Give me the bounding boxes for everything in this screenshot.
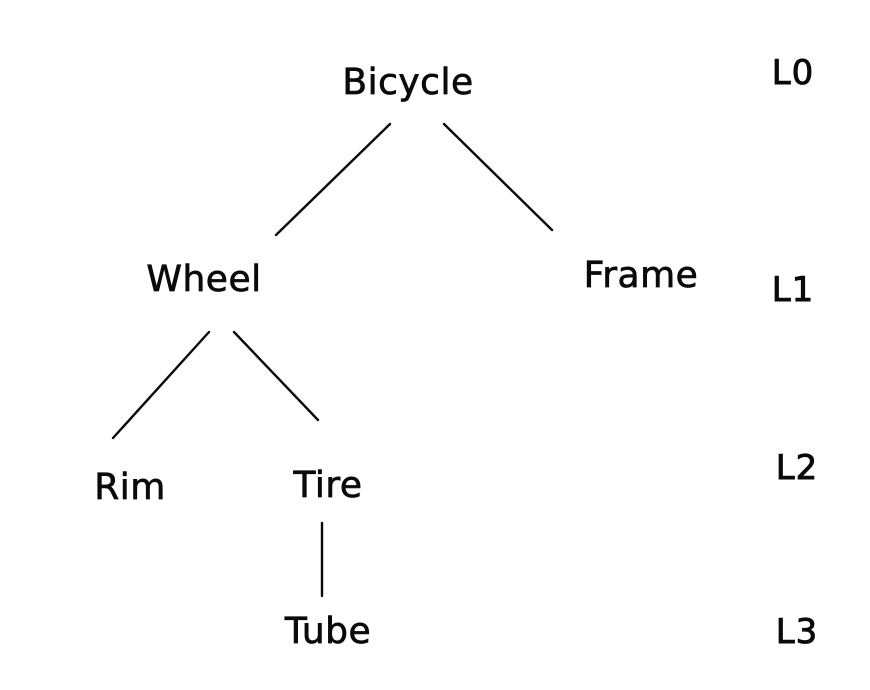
level-label-l1: L1: [771, 270, 815, 310]
node-bicycle[interactable]: Bicycle: [342, 62, 474, 103]
edge-bicycle-to-frame: [442, 122, 554, 232]
node-frame[interactable]: Frame: [583, 255, 699, 296]
edge-wheel-to-tire: [232, 330, 320, 422]
node-tube[interactable]: Tube: [284, 611, 372, 652]
node-wheel[interactable]: Wheel: [146, 259, 262, 300]
level-label-l3: L3: [775, 612, 819, 652]
level-label-l0: L0: [771, 53, 815, 93]
edge-wheel-to-rim: [111, 330, 211, 440]
node-tire[interactable]: Tire: [293, 465, 363, 506]
node-rim[interactable]: Rim: [94, 467, 166, 508]
level-label-l2: L2: [775, 448, 819, 488]
edge-bicycle-to-wheel: [274, 122, 392, 237]
